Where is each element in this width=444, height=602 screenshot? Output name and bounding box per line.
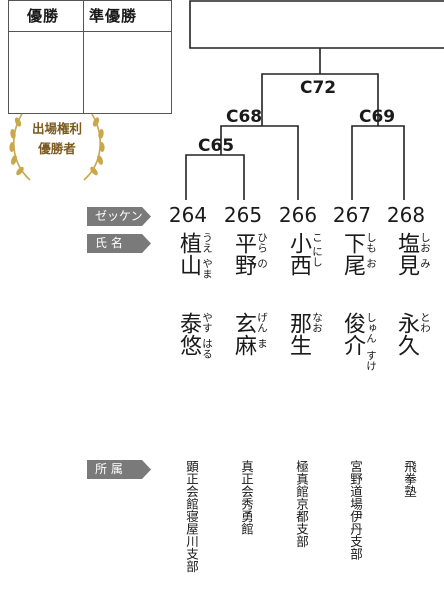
family-name: 平野 ひら の <box>231 232 268 276</box>
bracket-line-c68 <box>220 125 299 200</box>
bib-number: 266 <box>278 203 318 227</box>
dojo-affiliation: 真正会秀勇館 <box>239 460 254 535</box>
laurel-wreath-icon <box>9 113 105 181</box>
match-c72: C72 <box>300 78 337 98</box>
results-table: 優勝 準優勝 <box>8 0 172 114</box>
header-winner: 優勝 <box>27 7 60 25</box>
family-name: 塩見 しお み <box>394 232 431 276</box>
qualification-badge: 出場権利 優勝者 <box>4 104 110 190</box>
family-name: 下尾 しも お <box>340 232 377 276</box>
label-name: 氏 名 <box>87 234 151 253</box>
label-affiliation: 所 属 <box>87 460 151 479</box>
bib-number: 264 <box>168 203 208 227</box>
dojo-affiliation: 飛拳塾 <box>402 460 417 498</box>
bracket-line-c65 <box>185 154 245 200</box>
dojo-affiliation: 顕正会館寝屋川支部 <box>184 460 199 573</box>
given-name: 泰悠 やす はる <box>176 312 213 359</box>
dojo-affiliation: 宮野道場伊丹支部 <box>348 460 363 560</box>
match-c68: C68 <box>226 107 263 127</box>
tournament-bracket <box>185 0 444 200</box>
badge-line-1: 出場権利 <box>31 121 82 136</box>
bracket-line-c69 <box>351 125 405 200</box>
dojo-affiliation: 極真館京都支部 <box>294 460 309 548</box>
family-name: 植山 うえ やま <box>176 232 213 279</box>
family-name: 小西 こ にし <box>286 232 323 276</box>
label-zekken: ゼッケン <box>87 207 151 226</box>
given-name: 俊介 しゅん すけ <box>340 312 377 371</box>
bib-number: 268 <box>386 203 426 227</box>
bracket-line-c72 <box>261 73 379 100</box>
bib-number: 267 <box>332 203 372 227</box>
given-name: 永久 とわ <box>394 312 431 356</box>
given-name: 那生 なお <box>286 312 323 356</box>
bib-number: 265 <box>223 203 263 227</box>
badge-line-2: 優勝者 <box>38 141 76 156</box>
match-c69: C69 <box>359 107 396 127</box>
match-c65: C65 <box>198 136 235 156</box>
table-divider-vertical <box>83 1 84 113</box>
header-runner-up: 準優勝 <box>89 7 138 25</box>
given-name: 玄麻 げん ま <box>231 312 268 356</box>
table-divider-horizontal <box>9 31 171 32</box>
final-box-line <box>189 0 444 49</box>
